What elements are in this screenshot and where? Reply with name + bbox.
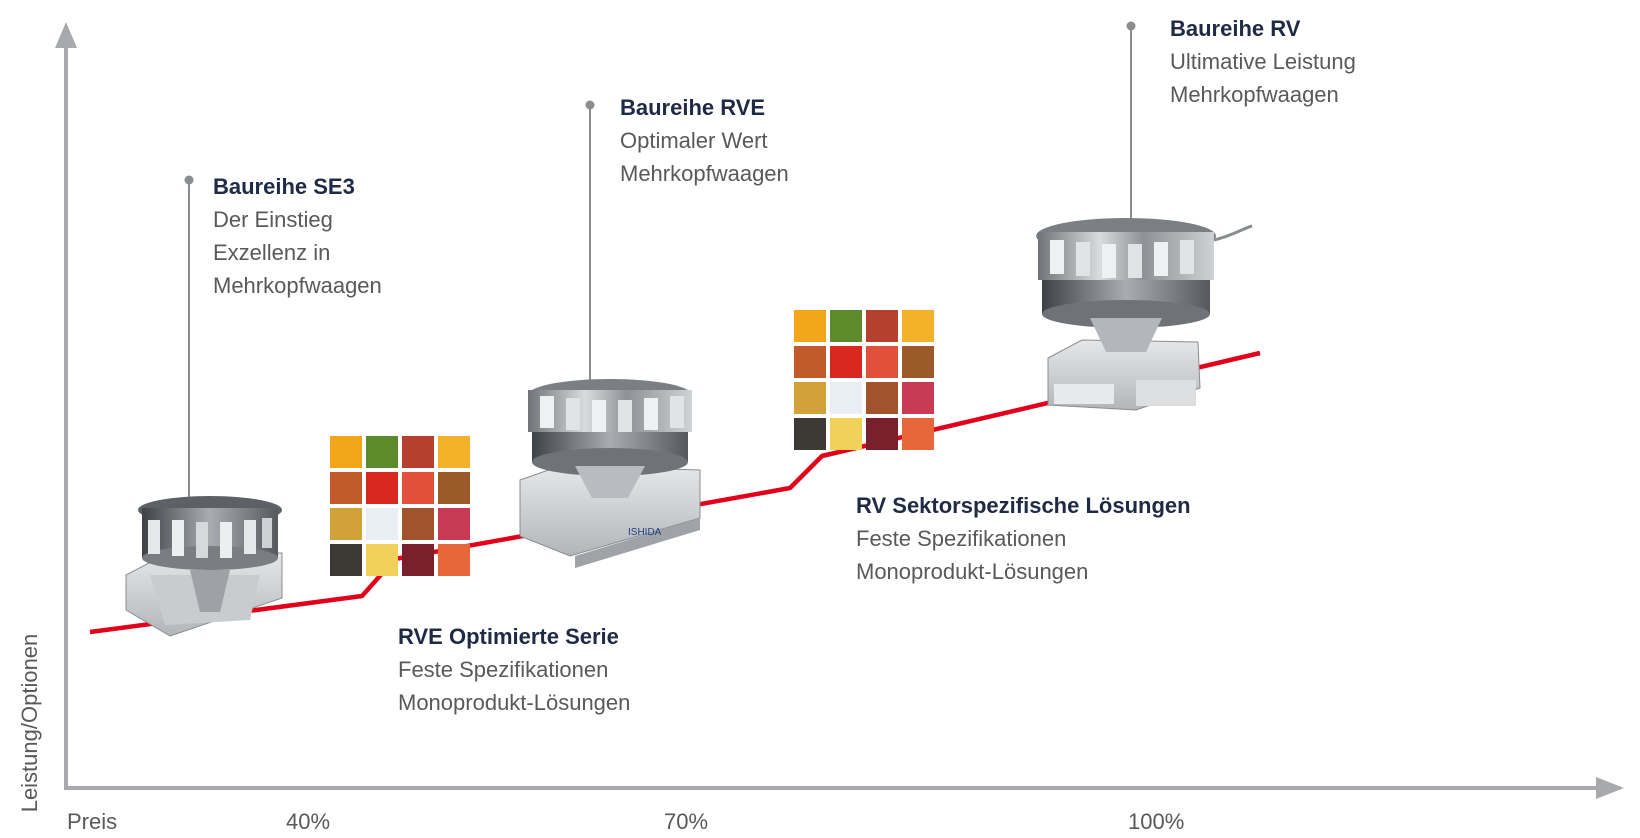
callout-rv-title: Baureihe RV	[1170, 16, 1301, 41]
series-note-rv-title: RV Sektorspezifische Lösungen	[856, 493, 1191, 518]
x-axis	[64, 777, 1624, 799]
x-axis-start-label: Preis	[67, 809, 118, 834]
ishida-logo: ISHIDA	[628, 527, 662, 538]
food-product-grid-rve	[330, 436, 470, 576]
series-note-rv-line-1: Feste Spezifikationen	[856, 526, 1067, 551]
x-tick-40: 40%	[286, 809, 331, 834]
callout-rve-line-2: Mehrkopfwaagen	[620, 161, 789, 186]
y-axis	[55, 22, 77, 790]
x-axis-arrow-icon	[1596, 777, 1624, 799]
x-tick-100: 100%	[1128, 809, 1185, 834]
weigher-rve-image: ISHIDA	[519, 379, 701, 568]
callout-rve-line-1: Optimaler Wert	[620, 128, 768, 153]
x-tick-70: 70%	[664, 809, 709, 834]
series-note-rve: RVE Optimierte Serie Feste Spezifikation…	[398, 620, 630, 719]
callout-se3: Baureihe SE3 Der Einstieg Exzellenz in M…	[213, 170, 382, 302]
weigher-se3-image	[125, 496, 283, 637]
callout-rv: Baureihe RV Ultimative Leistung Mehrkopf…	[1170, 12, 1356, 111]
callout-rv-line-1: Ultimative Leistung	[1170, 49, 1356, 74]
callout-se3-title: Baureihe SE3	[213, 174, 355, 199]
y-axis-arrow-icon	[55, 22, 77, 48]
series-note-rve-line-2: Monoprodukt-Lösungen	[398, 690, 631, 715]
series-note-rve-line-1: Feste Spezifikationen	[398, 657, 609, 682]
series-note-rv: RV Sektorspezifische Lösungen Feste Spez…	[856, 489, 1191, 588]
callout-rve-title: Baureihe RVE	[620, 95, 766, 120]
callout-leader-rv	[1126, 21, 1136, 220]
callout-se3-line-3: Mehrkopfwaagen	[213, 273, 382, 298]
callout-leader-se3	[184, 175, 194, 503]
y-axis-label: Leistung/Optionen	[17, 633, 42, 813]
series-note-rv-line-2: Monoprodukt-Lösungen	[856, 559, 1089, 584]
callout-se3-line-2: Exzellenz in	[213, 240, 331, 265]
callout-rv-line-2: Mehrkopfwaagen	[1170, 82, 1339, 107]
callout-rve: Baureihe RVE Optimaler Wert Mehrkopfwaag…	[620, 91, 789, 190]
food-product-grid-rv	[794, 310, 934, 450]
series-note-rve-title: RVE Optimierte Serie	[398, 624, 619, 649]
callout-se3-line-1: Der Einstieg	[213, 207, 333, 232]
weigher-rv-image	[1036, 218, 1253, 411]
callout-leader-rve	[585, 100, 595, 385]
